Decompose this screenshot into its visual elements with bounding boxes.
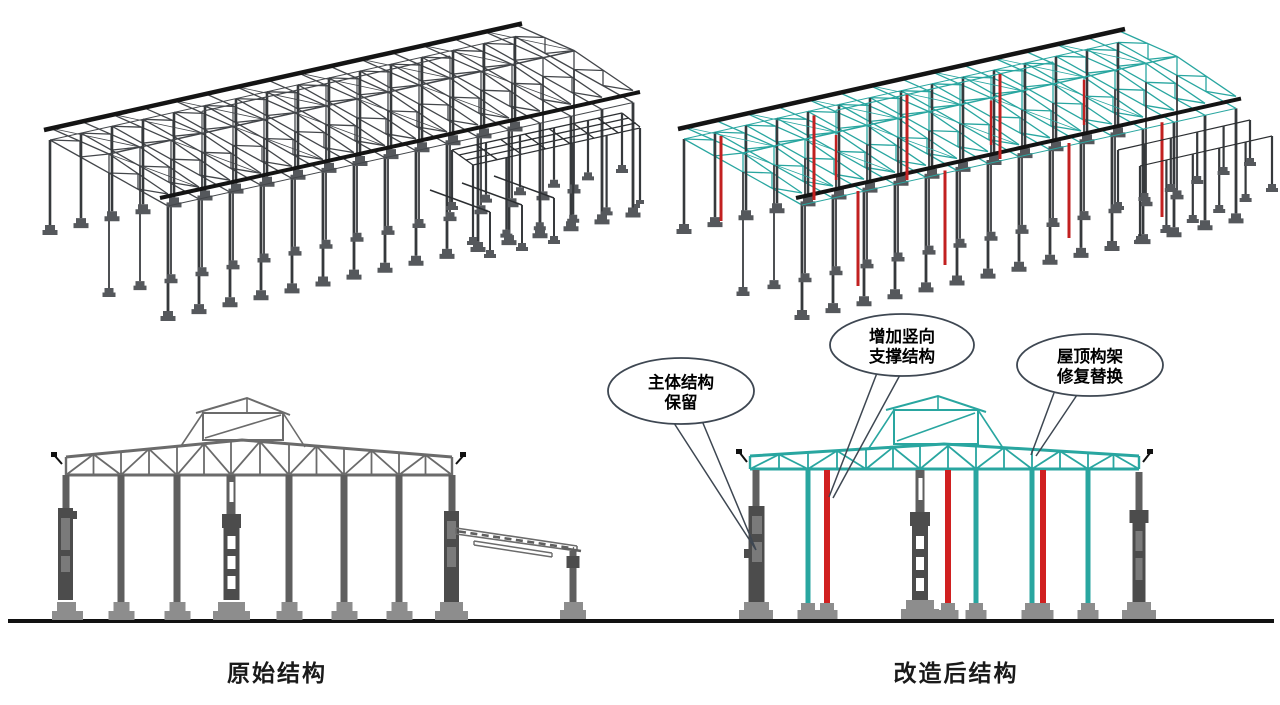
elev-original-columns: [58, 475, 459, 602]
new-red-support-column: [1040, 470, 1046, 603]
new-teal-column: [1085, 469, 1091, 603]
callout-bubble: [1016, 333, 1164, 397]
callout-pointer: [1030, 392, 1078, 457]
iso-original-front-eave-beam: [159, 90, 641, 200]
elev-renovated-retained-columns: [744, 470, 1149, 602]
elevation-renovated-structure: [736, 394, 1156, 619]
iso-view-renovated-structure: [675, 26, 1278, 322]
callout-text-line2: 支撑结构: [869, 346, 935, 366]
iso-renovated-roof-members: [677, 26, 1242, 206]
callout-bubble: [607, 357, 755, 425]
caption-renovated: 改造后结构: [894, 660, 1019, 686]
callout-text-line1: 屋顶构架: [1057, 346, 1124, 366]
callout-text-line1: 增加竖向: [869, 326, 935, 346]
new-teal-column: [805, 469, 811, 603]
elevation-original-structure: [51, 396, 586, 620]
elev-original-roof-monitor: [180, 396, 306, 448]
callout-roof-frame-replaced: 屋顶构架 修复替换: [1016, 333, 1164, 457]
callout-pointer: [828, 372, 901, 499]
new-teal-column: [1029, 469, 1035, 603]
caption-original: 原始结构: [227, 660, 327, 686]
elev-original-footings: [52, 602, 468, 620]
elev-renovated-footings: [739, 600, 1156, 619]
elev-original-center-lattice-column: [222, 475, 241, 600]
iso-original-roof-members: [43, 21, 641, 207]
callout-text-line2: 保留: [664, 392, 698, 412]
iso-view-original-structure: [41, 21, 644, 323]
new-teal-column: [973, 469, 979, 603]
callout-added-vertical-support: 增加竖向 支撑结构: [828, 313, 975, 499]
iso-renovated-back-eave-beam: [677, 26, 1126, 132]
elev-original-roof-truss: [51, 396, 466, 477]
iso-renovated-bays: [675, 28, 1245, 322]
elev-renovated-center-lattice-column: [910, 470, 930, 600]
iso-original-back-eave-beam: [43, 21, 523, 133]
elev-renovated-roof-monitor: [868, 394, 1004, 449]
elev-renovated-roof-truss: [736, 394, 1153, 471]
iso-original-bays: [41, 23, 642, 323]
iso-original-annex: [429, 112, 644, 258]
callout-text-line1: 主体结构: [648, 372, 714, 392]
callout-text-line2: 修复替换: [1056, 366, 1124, 386]
callout-pointer: [671, 415, 757, 551]
elev-original-annex-canopy: [455, 527, 586, 619]
new-red-support-column: [824, 470, 830, 603]
elev-renovated-new-columns: [805, 469, 1091, 603]
callout-bubble: [829, 313, 975, 377]
iso-renovated-retained-colonnade: [1112, 119, 1278, 244]
callout-main-structure-retained: 主体结构 保留: [607, 357, 757, 551]
iso-renovated-red-supports: [719, 74, 1164, 286]
new-red-support-column: [945, 470, 951, 603]
iso-renovated-front-eave-beam: [795, 96, 1242, 200]
